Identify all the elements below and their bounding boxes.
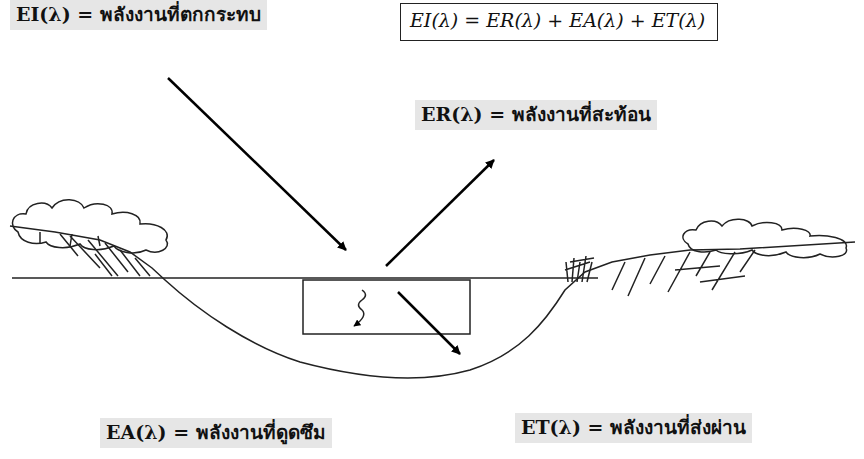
energy-label: EI(λ) = พลังงานที่ตกกระทบ [10, 0, 267, 30]
transmitted-arrow [398, 292, 460, 354]
incident-arrow [168, 78, 346, 250]
energy-label: ER(λ) = พลังงานที่สะท้อน [415, 100, 657, 130]
equation-box: EI(λ) = ER(λ) + EA(λ) + ET(λ) [400, 3, 718, 41]
water-volume-box [303, 280, 470, 334]
bank-hatching [612, 250, 755, 296]
absorbed-arrow [354, 290, 366, 326]
tree-canopy [683, 219, 847, 257]
bank-hatching [60, 234, 150, 276]
tree-canopy [12, 200, 167, 253]
energy-label: ET(λ) = พลังงานที่ส่งผ่าน [515, 413, 752, 443]
energy-label: EA(λ) = พลังงานที่ดูดซึม [100, 418, 332, 448]
grass-tuft [565, 256, 594, 282]
equation-text: EI(λ) = ER(λ) + EA(λ) + ET(λ) [410, 9, 708, 33]
ground-profile [10, 226, 855, 378]
reflected-arrow [386, 160, 494, 266]
tree-base [40, 232, 100, 246]
water-surface [12, 277, 598, 279]
